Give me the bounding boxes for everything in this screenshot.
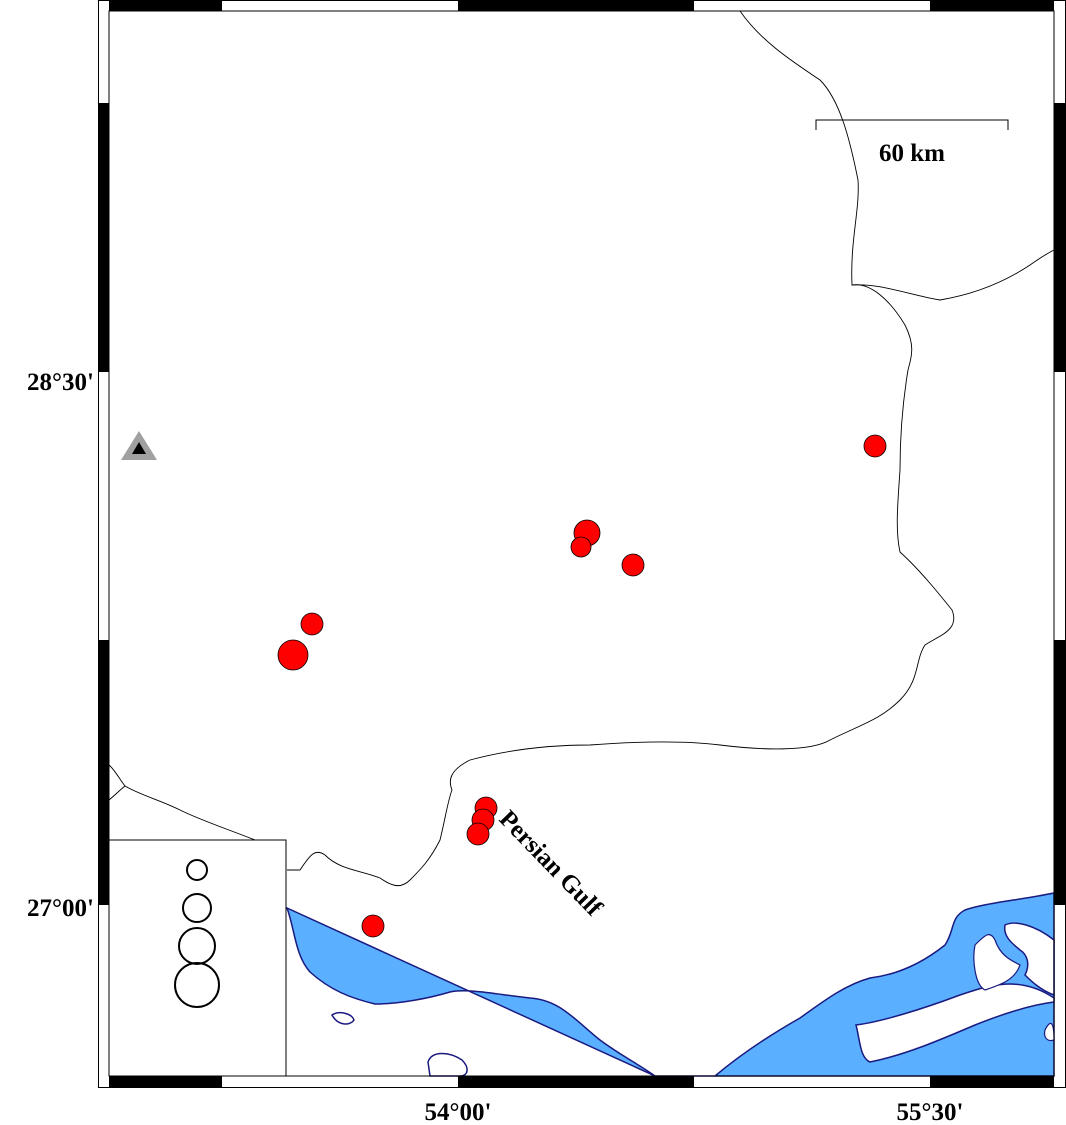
earthquake-event[interactable] [361,914,385,938]
lat-label: 28°30' [27,369,94,396]
earthquake-event[interactable] [277,639,309,671]
sea-water [285,892,1055,1077]
earthquake-event[interactable] [466,822,490,846]
lon-label: 55°30' [897,1099,964,1125]
legend-symbol [182,893,212,923]
scale-bar-label: 60 km [879,140,945,167]
legend-symbol [174,962,220,1008]
lat-label: 27°00' [27,895,94,922]
island [427,1052,468,1077]
earthquake-event[interactable] [621,553,645,577]
mangrove-islands [973,933,1021,991]
lon-label: 54°00' [425,1099,492,1125]
sea-label: Persian Gulf [494,805,608,922]
earthquake-event[interactable] [300,612,324,636]
island [331,1012,355,1025]
province-borders [108,10,1055,887]
earthquake-event[interactable] [570,536,592,558]
qeshm-island [855,983,1055,1063]
earthquake-event[interactable] [863,434,887,458]
magnitude-legend [108,839,287,1077]
scale-bar [815,119,1009,130]
legend-symbol [186,859,208,881]
peninsula [1003,922,1055,997]
station-triangle-icon [121,431,157,460]
